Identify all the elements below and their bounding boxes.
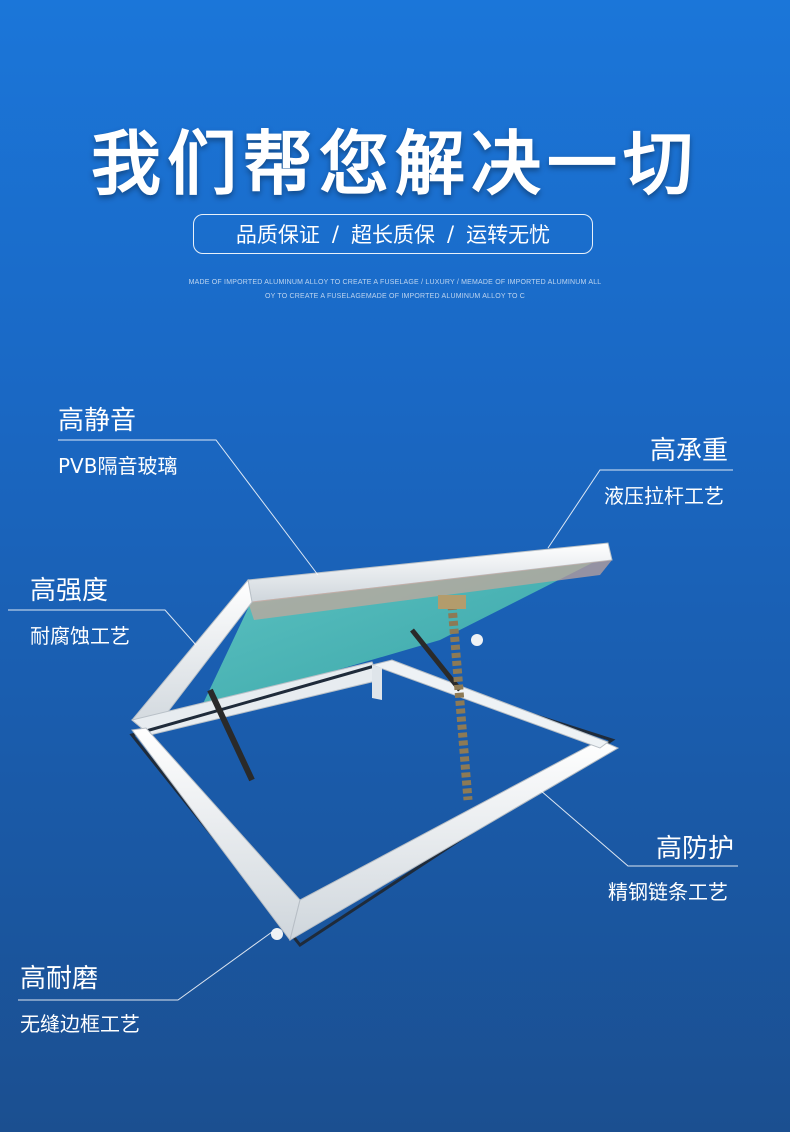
feature-title-wear: 高耐磨 bbox=[20, 964, 99, 994]
feature-title-protection: 高防护 bbox=[656, 834, 735, 864]
leader-line-strength bbox=[8, 609, 197, 646]
feature-sub-wear: 无缝边框工艺 bbox=[20, 1012, 140, 1036]
feature-title-load: 高承重 bbox=[650, 436, 729, 466]
tagline-line-1: MADE OF IMPORTED ALUMINUM ALLOY TO CREAT… bbox=[188, 279, 602, 286]
leader-line-silence bbox=[58, 439, 319, 576]
feature-sub-silence: PVB隔音玻璃 bbox=[58, 454, 178, 478]
pill-separator: / bbox=[447, 222, 455, 246]
page-title: 我们帮您解决一切 bbox=[91, 123, 699, 205]
leader-line-protection bbox=[539, 789, 738, 867]
feature-sub-protection: 精钢链条工艺 bbox=[608, 880, 728, 904]
pill-item: 品质保证 bbox=[235, 223, 320, 247]
feature-pill: 品质保证 / 超长质保 / 运转无忧 bbox=[193, 214, 593, 254]
leader-line-load bbox=[547, 469, 733, 549]
feature-sub-strength: 耐腐蚀工艺 bbox=[30, 624, 130, 648]
pill-item: 运转无忧 bbox=[466, 223, 551, 247]
pill-separator: / bbox=[331, 222, 339, 246]
feature-title-silence: 高静音 bbox=[58, 406, 137, 436]
feature-sub-load: 液压拉杆工艺 bbox=[604, 484, 724, 508]
feature-title-strength: 高强度 bbox=[30, 576, 109, 606]
tagline-line-2: OY TO CREATE A FUSELAGEMADE OF IMPORTED … bbox=[264, 293, 526, 300]
leader-line-wear bbox=[18, 931, 273, 1001]
pill-item: 超长质保 bbox=[351, 223, 435, 247]
